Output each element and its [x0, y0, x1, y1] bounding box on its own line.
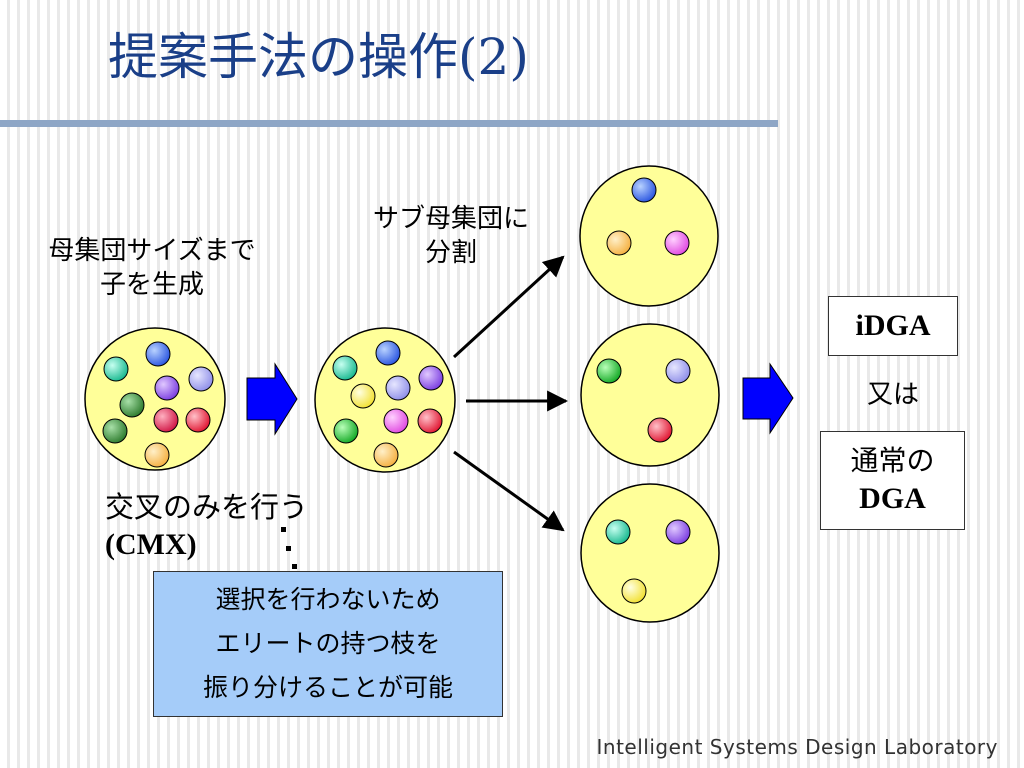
generate-label: 母集団サイズまで 子を生成 — [18, 234, 286, 302]
split-arrow-bottom — [453, 450, 565, 532]
title-underline — [0, 120, 778, 127]
or-label: 又は — [866, 380, 919, 410]
crossover-label-line2: (CMX) — [105, 528, 197, 561]
note-line1: 選択を行わないため — [215, 585, 441, 614]
merged-population — [314, 327, 456, 473]
initial-population — [84, 327, 226, 471]
option-dga-line2: DGA — [859, 482, 926, 515]
crossover-label: 交叉のみを行う (CMX) — [105, 488, 308, 564]
split-label-line1: サブ母集団に — [372, 204, 529, 234]
footer-lab-name: Intelligent Systems Design Laboratory — [596, 735, 998, 759]
subpopulation-middle — [580, 323, 720, 467]
block-arrow-generate — [246, 362, 298, 436]
generate-label-line2: 子を生成 — [99, 270, 204, 300]
split-arrow-top — [452, 255, 565, 359]
option-dga-line1: 通常の — [850, 444, 935, 477]
option-idga-box: iDGA — [828, 296, 958, 356]
subpopulation-bottom — [580, 483, 720, 623]
crossover-label-line1: 交叉のみを行う — [105, 490, 309, 524]
note-line2: エリートの持つ枝を — [215, 629, 441, 658]
split-label: サブ母集団に 分割 — [333, 202, 569, 270]
generate-label-line1: 母集団サイズまで — [48, 236, 256, 266]
subpopulation-top — [579, 165, 719, 307]
split-label-line2: 分割 — [424, 238, 477, 268]
note-line3: 振り分けることが可能 — [202, 673, 453, 702]
slide-title: 提案手法の操作(2) — [108, 22, 529, 92]
vertical-ellipsis — [281, 527, 297, 569]
block-arrow-apply — [742, 362, 794, 435]
slide-title-text: 提案手法の操作 — [108, 28, 458, 86]
note-box: 選択を行わないため エリートの持つ枝を 振り分けることが可能 — [153, 571, 503, 717]
slide-title-number: (2) — [458, 28, 529, 86]
option-dga-box: 通常の DGA — [820, 431, 965, 530]
